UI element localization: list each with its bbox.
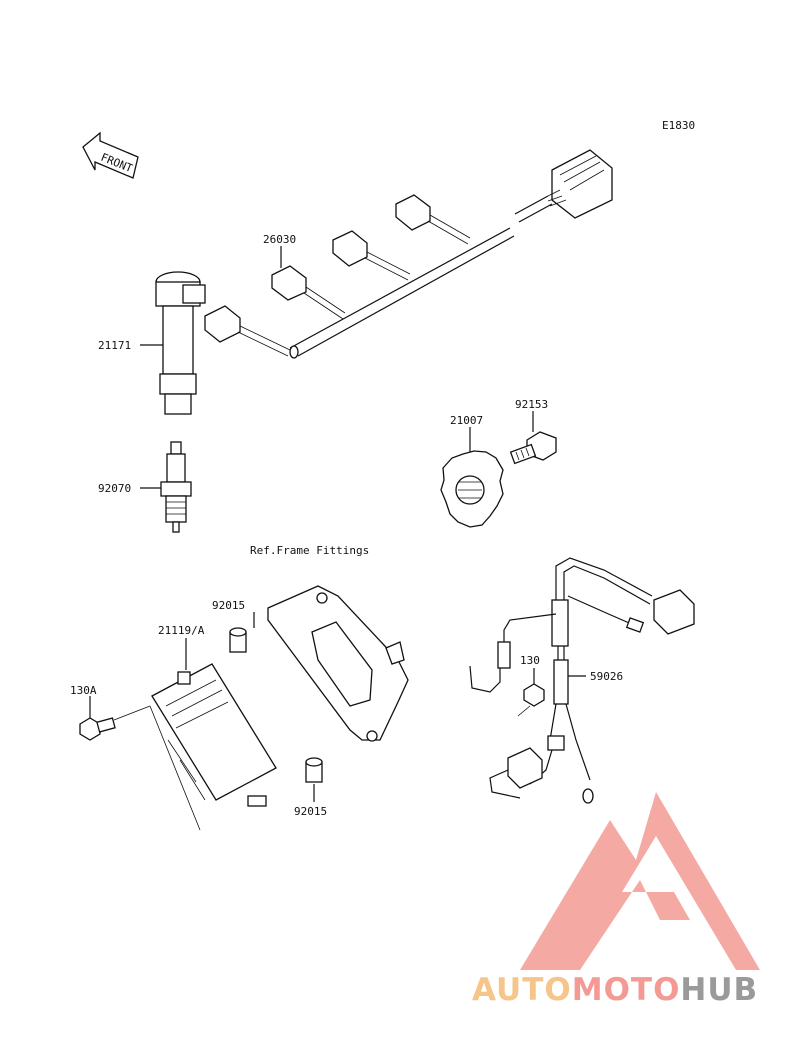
igniter-unit <box>149 663 277 831</box>
ignition-coil <box>155 271 206 415</box>
label-92070: 92070 <box>98 482 131 495</box>
watermark-triangle-icon <box>520 792 760 970</box>
watermark-auto: AUTO <box>472 972 572 1008</box>
front-arrow-icon: FRONT <box>82 131 139 179</box>
spark-plug <box>160 441 192 533</box>
label-92015-lower: 92015 <box>294 805 327 818</box>
label-26030: 26030 <box>263 233 296 246</box>
bolt-130a <box>79 705 151 741</box>
label-130: 130 <box>520 654 540 667</box>
spacer-lower <box>305 757 323 783</box>
label-21119: 21119/A <box>158 624 205 637</box>
label-59026: 59026 <box>590 670 623 683</box>
watermark-moto: MOTO <box>572 972 681 1008</box>
sub-harness <box>469 557 695 804</box>
label-21171: 21171 <box>98 339 131 352</box>
diagram-code: E1830 <box>662 119 695 132</box>
rotor-bolt <box>509 431 557 465</box>
label-21007: 21007 <box>450 414 483 427</box>
label-130a: 130A <box>70 684 97 697</box>
bolt-130 <box>517 683 545 717</box>
watermark-text: AUTOMOTOHUB <box>472 972 758 1008</box>
wire-harness <box>204 149 613 359</box>
ref-frame-note: Ref.Frame Fittings <box>250 544 369 557</box>
watermark-hub: HUB <box>680 972 758 1008</box>
automotohub-watermark: AUTOMOTOHUB <box>472 792 760 1008</box>
timing-rotor <box>440 450 504 528</box>
label-92153: 92153 <box>515 398 548 411</box>
label-92015-upper: 92015 <box>212 599 245 612</box>
spacer-upper <box>229 627 247 653</box>
mounting-bracket <box>267 585 409 742</box>
